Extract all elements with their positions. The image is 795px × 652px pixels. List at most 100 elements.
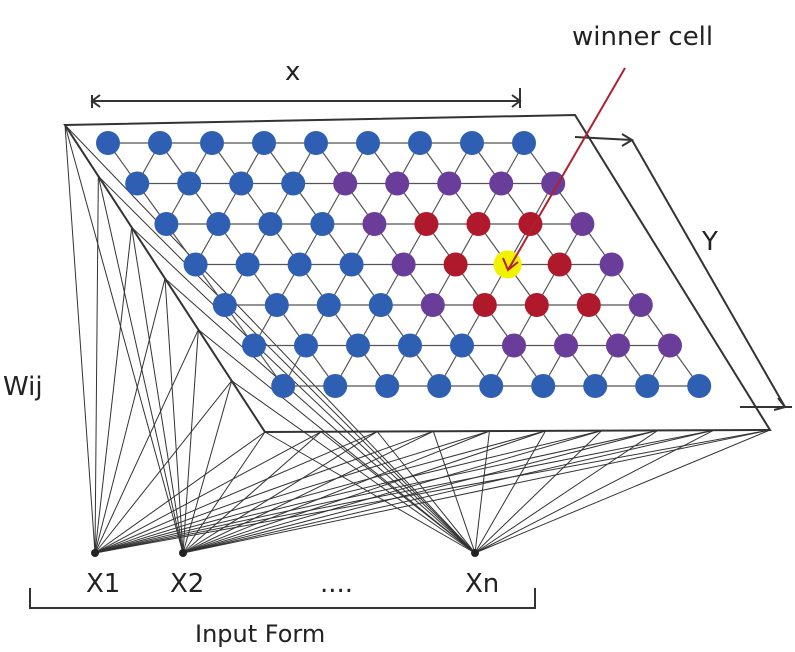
input-form-brace — [29, 588, 536, 609]
weight-line — [182, 429, 715, 554]
neuron — [235, 252, 260, 277]
neuron — [518, 212, 543, 236]
weight-line — [94, 176, 99, 554]
weight-line — [182, 429, 658, 554]
weight-line — [182, 430, 434, 554]
weight-line — [474, 429, 771, 554]
weight-connections — [64, 124, 771, 554]
input-xn-label: Xn — [465, 569, 499, 599]
weight-line — [182, 429, 771, 554]
neuron — [154, 212, 179, 236]
neuron — [385, 171, 410, 196]
x-dimension-arrow — [90, 88, 522, 108]
neuron — [583, 374, 608, 398]
neuron — [375, 374, 400, 398]
neuron — [258, 212, 283, 236]
neuron — [524, 293, 549, 317]
weight-line — [94, 227, 133, 554]
neuron — [466, 212, 491, 236]
y-dimension-label: Y — [701, 227, 718, 257]
x-dimension-label: x — [285, 57, 300, 87]
neuron — [570, 212, 595, 236]
weight-line — [164, 278, 184, 554]
neuron — [658, 333, 682, 358]
weight-line — [131, 227, 184, 554]
weight-line — [94, 430, 546, 554]
neuron — [200, 131, 224, 155]
winner-cell-label: winner cell — [572, 22, 713, 52]
neuron — [310, 212, 335, 236]
weight-line — [97, 176, 184, 554]
input-nodes — [91, 549, 479, 557]
weight-line — [64, 124, 184, 554]
neuron — [427, 374, 452, 398]
neuron — [414, 212, 439, 236]
neuron — [281, 171, 306, 196]
weight-line — [94, 429, 771, 554]
weight-line — [94, 329, 199, 554]
weight-line — [94, 431, 266, 554]
neuron — [479, 374, 504, 398]
neuron — [420, 293, 445, 317]
neuron — [599, 252, 624, 277]
neuron — [287, 252, 312, 277]
neuron — [472, 293, 497, 317]
neuron — [391, 252, 416, 277]
weight-line — [432, 431, 476, 554]
neuron — [333, 171, 358, 196]
weight-line — [164, 278, 476, 554]
neuron — [554, 333, 578, 358]
weight-line — [94, 430, 434, 554]
weight-line — [64, 124, 476, 554]
weight-line — [474, 430, 659, 554]
neuron — [443, 252, 468, 277]
neuron — [323, 374, 348, 398]
weight-line — [182, 431, 322, 554]
weight-line — [94, 430, 602, 554]
weights-label: Wij — [3, 372, 43, 402]
neuron — [541, 171, 566, 196]
weight-line — [94, 431, 378, 554]
weight-line — [264, 431, 476, 554]
neuron — [502, 333, 526, 358]
neuron — [547, 252, 572, 277]
input-node-x2 — [179, 549, 187, 557]
weight-line — [474, 431, 490, 554]
input-dots-label: .... — [320, 569, 353, 599]
weight-line — [198, 329, 476, 554]
neuron — [398, 333, 422, 358]
neuron — [125, 171, 150, 196]
neuron — [183, 252, 208, 277]
neuron — [635, 374, 660, 398]
input-x2-label: X2 — [170, 569, 204, 599]
output-plane — [63, 113, 772, 434]
neuron — [242, 333, 266, 358]
neuron — [489, 171, 514, 196]
neuron — [460, 131, 484, 155]
neuron — [316, 293, 341, 317]
weight-line — [182, 431, 378, 554]
neuron — [368, 293, 393, 317]
weight-line — [182, 431, 266, 554]
neuron — [148, 131, 172, 155]
input-node-x1 — [91, 549, 99, 557]
neuron — [606, 333, 630, 358]
weight-line — [131, 226, 476, 554]
neuron — [437, 171, 462, 196]
weight-line — [94, 431, 322, 554]
weight-line — [182, 430, 546, 554]
neuron — [177, 171, 202, 196]
neuron — [96, 131, 120, 155]
weight-line — [182, 329, 199, 554]
neuron — [304, 131, 328, 155]
weight-line — [182, 380, 233, 554]
neuron — [346, 333, 370, 358]
neuron — [628, 293, 653, 317]
winner-pointer — [502, 67, 626, 272]
weight-line — [97, 175, 476, 554]
weight-line — [231, 380, 476, 554]
neuron-grid — [96, 131, 712, 398]
weight-line — [94, 429, 714, 554]
